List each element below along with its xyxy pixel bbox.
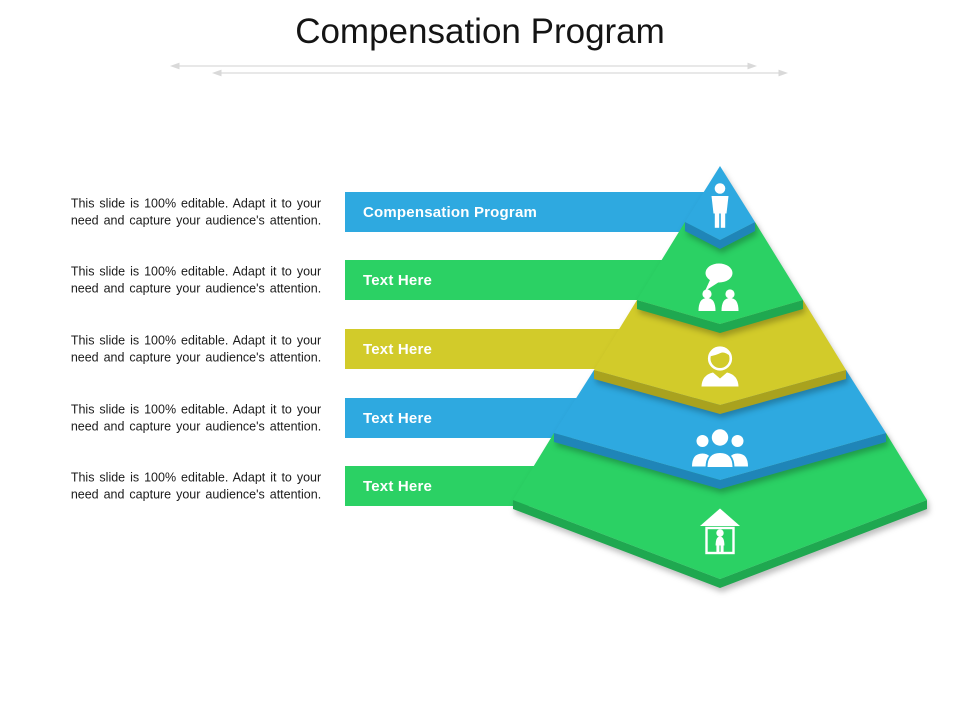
title-underline-arrows bbox=[170, 62, 788, 77]
row-description-line1: This slide is 100% editable. Adapt it to… bbox=[70, 196, 322, 211]
pyramid-level-1-shadow bbox=[685, 222, 755, 249]
row-description-line2: need and capture your audience's attenti… bbox=[70, 487, 322, 501]
pyramid-level-3-shadow bbox=[594, 370, 846, 414]
businessman-icon bbox=[701, 346, 739, 387]
pyramid-level-2-shadow bbox=[637, 300, 803, 333]
level-bar-label: Text Here bbox=[363, 271, 433, 289]
row-description: This slide is 100% editable. Adapt it to… bbox=[58, 333, 334, 366]
standing-person-icon bbox=[711, 183, 729, 228]
level-bar-label: Text Here bbox=[363, 340, 433, 358]
row-description: This slide is 100% editable. Adapt it to… bbox=[58, 264, 334, 297]
pyramid-level-4-band bbox=[554, 370, 886, 480]
row-description-line2: need and capture your audience's attenti… bbox=[70, 281, 322, 295]
row-description-line1: This slide is 100% editable. Adapt it to… bbox=[70, 402, 322, 417]
slide-title: Compensation Program bbox=[295, 12, 665, 51]
level-bar-1: Compensation Program bbox=[345, 192, 720, 232]
pyramid-level-1 bbox=[685, 166, 755, 249]
team-icon bbox=[692, 427, 748, 468]
row-description-line1: This slide is 100% editable. Adapt it to… bbox=[70, 264, 322, 279]
pyramid-row-1: This slide is 100% editable. Adapt it to… bbox=[0, 192, 960, 232]
row-description-line2: need and capture your audience's attenti… bbox=[70, 350, 322, 364]
row-description-line2: need and capture your audience's attenti… bbox=[70, 213, 322, 227]
conversation-icon bbox=[698, 263, 739, 311]
level-bar-label: Text Here bbox=[363, 409, 433, 427]
person-in-house-icon bbox=[700, 508, 740, 555]
row-description-line2: need and capture your audience's attenti… bbox=[70, 419, 322, 433]
double-arrow-icon bbox=[170, 62, 757, 70]
row-description-line1: This slide is 100% editable. Adapt it to… bbox=[70, 333, 322, 348]
row-description-line1: This slide is 100% editable. Adapt it to… bbox=[70, 470, 322, 485]
row-description: This slide is 100% editable. Adapt it to… bbox=[58, 402, 334, 435]
level-bar-label: Compensation Program bbox=[363, 203, 538, 221]
pyramid-level-5 bbox=[513, 433, 927, 588]
pyramid-level-4 bbox=[554, 370, 886, 489]
double-arrow-icon bbox=[212, 69, 788, 77]
pyramid-level-3 bbox=[594, 300, 846, 414]
row-description: This slide is 100% editable. Adapt it to… bbox=[58, 470, 334, 503]
pyramid-level-5-band bbox=[513, 433, 927, 579]
pyramid-level-2 bbox=[637, 222, 803, 333]
level-bar-label: Text Here bbox=[363, 477, 433, 495]
row-description: This slide is 100% editable. Adapt it to… bbox=[58, 196, 334, 229]
